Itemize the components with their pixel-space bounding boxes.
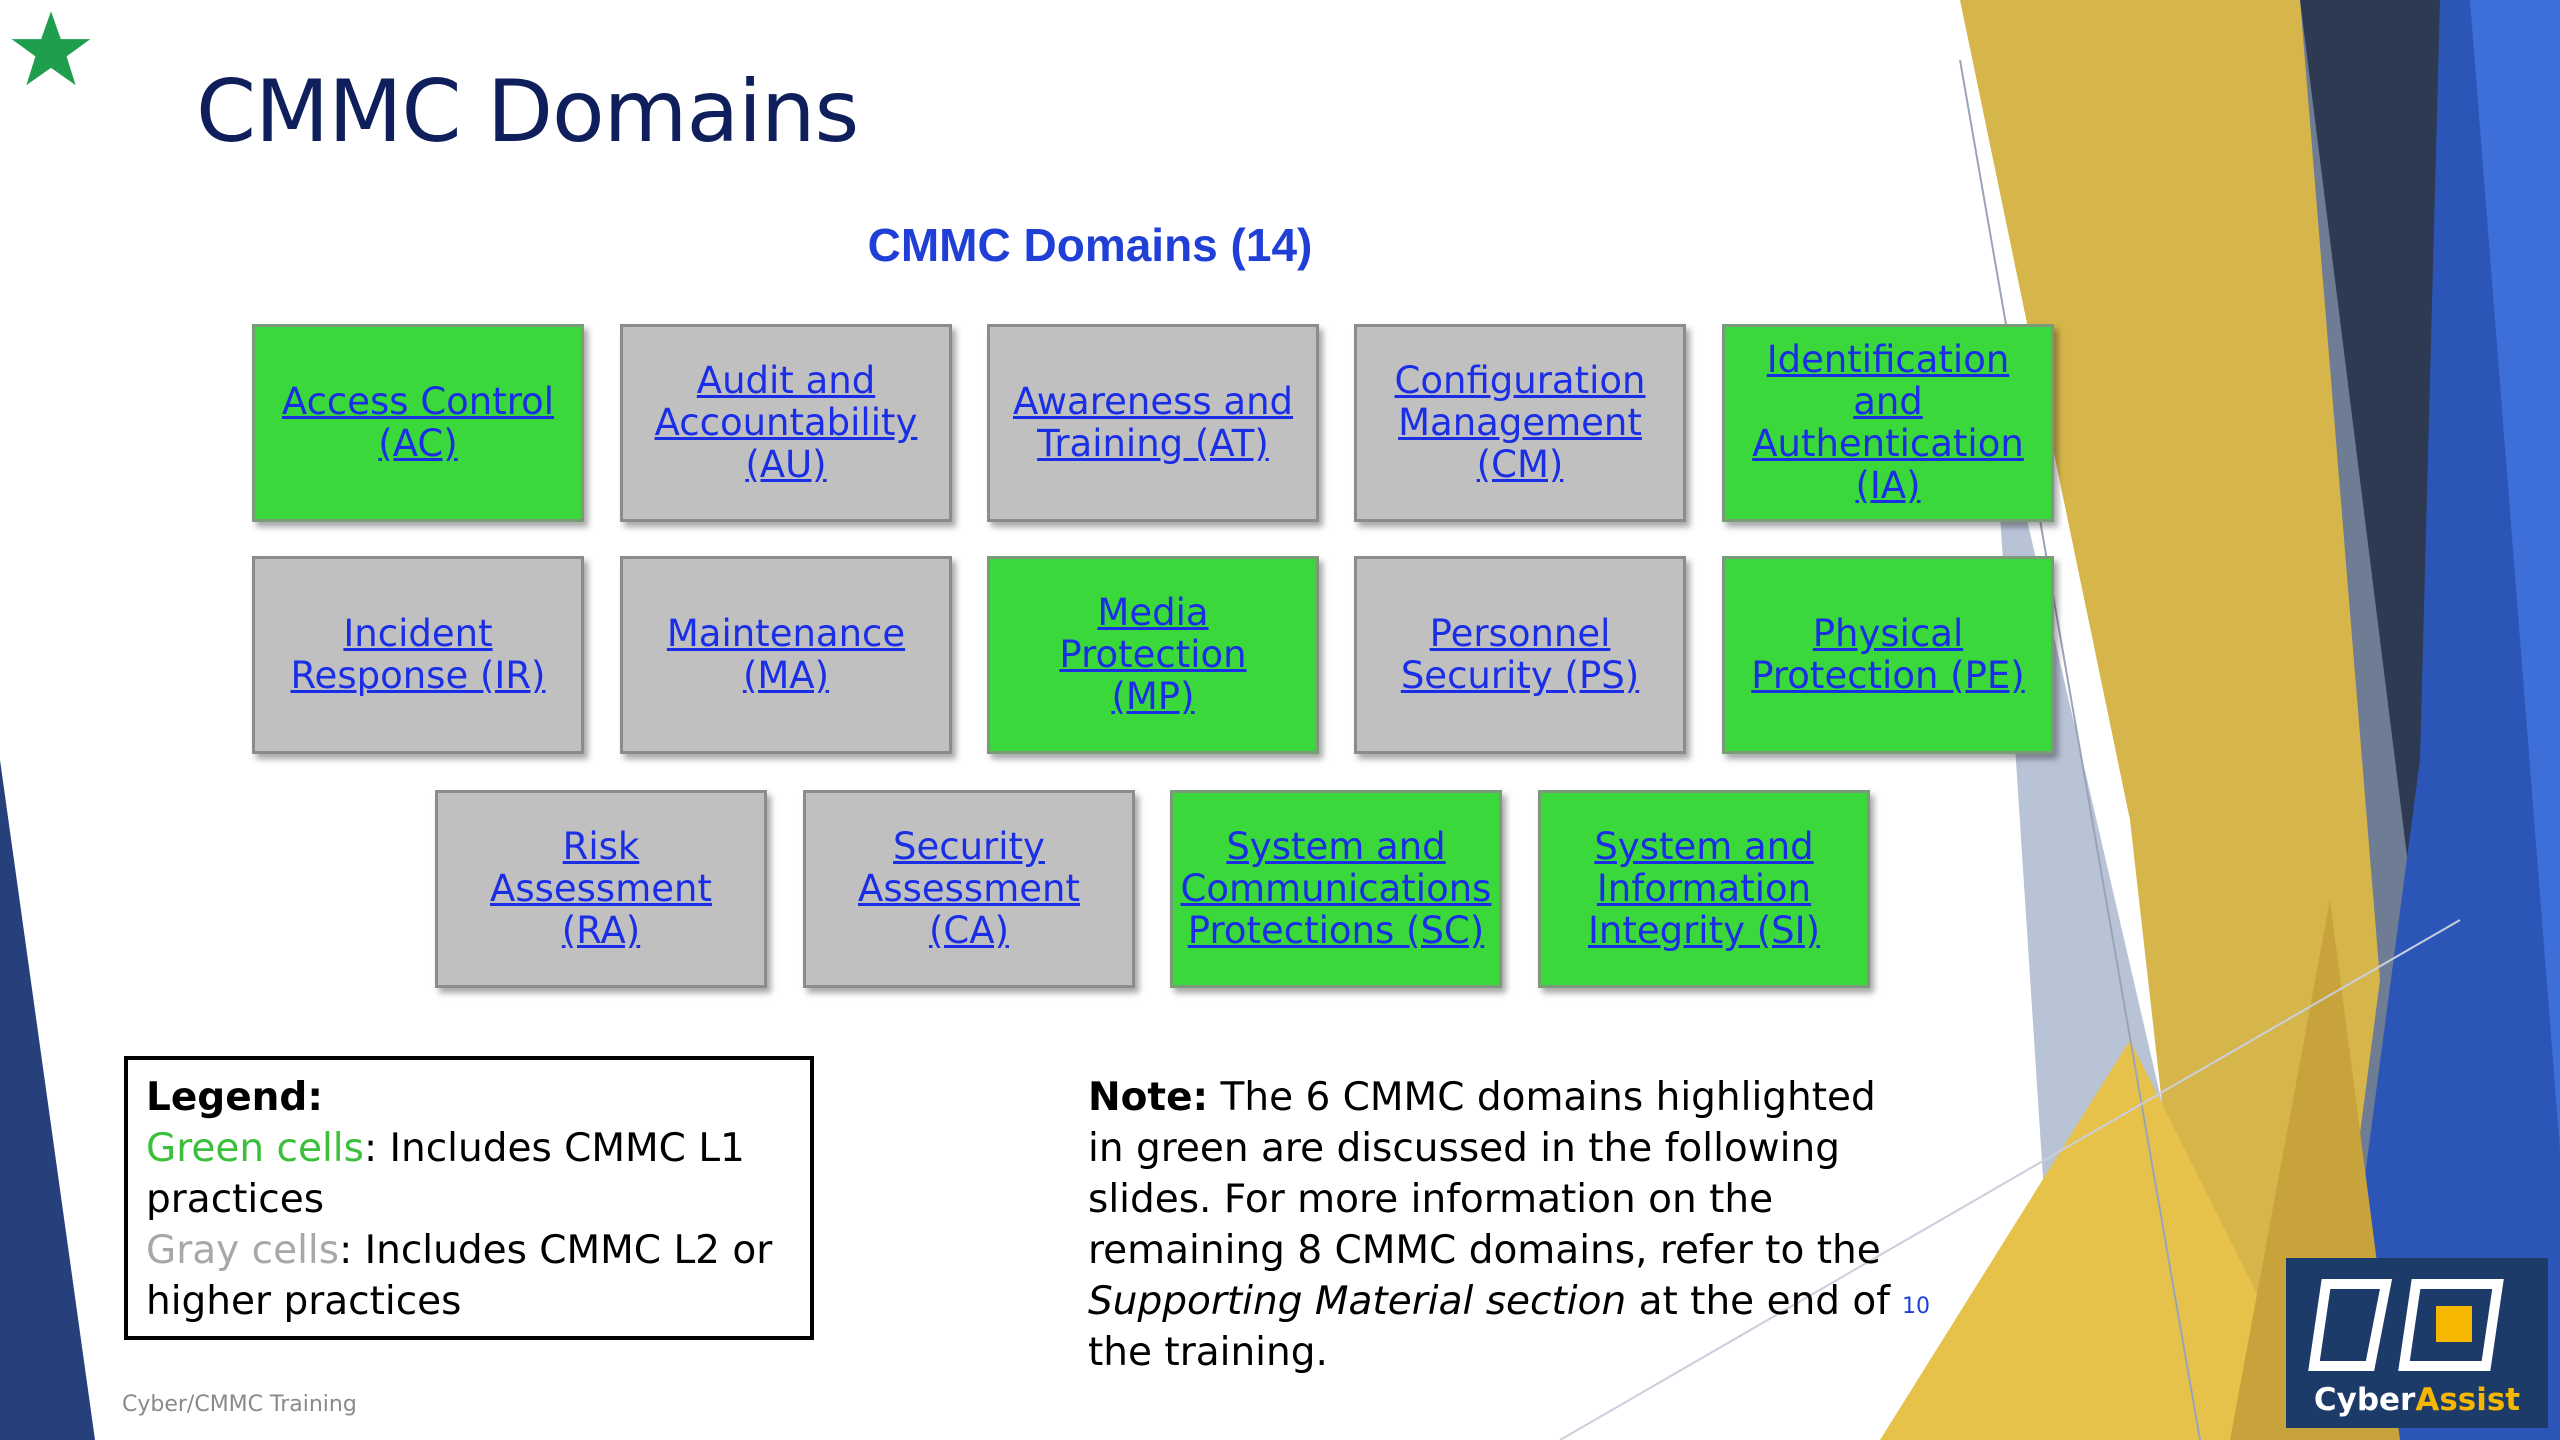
legend-green-desc: : Includes CMMC L1 practices — [146, 1126, 745, 1222]
legend-box: Legend: Green cells: Includes CMMC L1 pr… — [124, 1056, 814, 1340]
domain-cell[interactable]: Configuration Management (CM) — [1354, 324, 1686, 522]
right-gold-shape — [1960, 0, 2380, 1440]
diagonal-line-2 — [1559, 919, 2461, 1440]
slide-title: CMMC Domains — [196, 62, 859, 162]
right-bright-blue-shape — [2470, 0, 2560, 1150]
domain-link-label: Awareness and Training (AT) — [1012, 380, 1294, 465]
note-text-part2: at the end of the training. — [1088, 1279, 1891, 1375]
domain-cell[interactable]: Access Control (AC) — [252, 324, 584, 522]
diagonal-line-1 — [1959, 59, 2201, 1440]
domain-link-label: Audit and Accountability (AU) — [654, 359, 918, 486]
note-lead: Note: — [1088, 1075, 1209, 1120]
cyberassist-logo-icon — [2308, 1279, 2504, 1371]
domain-link-label: Identification and Authentication (IA) — [1752, 338, 2024, 507]
logo-brand-part2: Assist — [2415, 1382, 2521, 1418]
domain-cell[interactable]: Audit and Accountability (AU) — [620, 324, 952, 522]
left-navy-shape — [0, 760, 95, 1440]
star-icon — [11, 11, 91, 86]
legend-gray-term: Gray cells — [146, 1228, 340, 1273]
domain-cell[interactable]: System and Communications Protections (S… — [1170, 790, 1502, 988]
slide-subtitle: CMMC Domains (14) — [867, 219, 1313, 271]
cyberassist-logo: CyberAssist — [2286, 1258, 2548, 1428]
domain-link-label: Configuration Management (CM) — [1394, 359, 1646, 486]
domain-cell[interactable]: Risk Assessment (RA) — [435, 790, 767, 988]
logo-brand-part1: Cyber — [2313, 1382, 2416, 1418]
domain-cell[interactable]: Maintenance (MA) — [620, 556, 952, 754]
domain-link-label: Media Protection (MP) — [1059, 591, 1247, 718]
footer-text: Cyber/CMMC Training — [122, 1392, 357, 1417]
domain-cell[interactable]: Awareness and Training (AT) — [987, 324, 1319, 522]
domain-cell[interactable]: System and Information Integrity (SI) — [1538, 790, 1870, 988]
legend-title: Legend: — [146, 1075, 323, 1120]
domain-link-label: Access Control (AC) — [281, 380, 555, 465]
domain-link-label: System and Information Integrity (SI) — [1587, 825, 1821, 952]
domain-link-label: Physical Protection (PE) — [1751, 612, 2025, 697]
domain-link-label: Risk Assessment (RA) — [490, 825, 712, 952]
legend-gray-line: Gray cells: Includes CMMC L2 or higher p… — [146, 1225, 792, 1327]
domain-cell[interactable]: Physical Protection (PE) — [1722, 556, 2054, 754]
logo-brand-text: CyberAssist — [2286, 1382, 2548, 1418]
bottom-gold-shape — [1880, 1040, 2330, 1440]
domain-cell[interactable]: Security Assessment (CA) — [803, 790, 1135, 988]
page-number: 10 — [1902, 1294, 1930, 1319]
domain-cell[interactable]: Personnel Security (PS) — [1354, 556, 1686, 754]
domain-link-label: System and Communications Protections (S… — [1180, 825, 1492, 952]
domain-link-label: Maintenance (MA) — [666, 612, 906, 697]
domain-cell[interactable]: Incident Response (IR) — [252, 556, 584, 754]
domain-cell[interactable]: Media Protection (MP) — [987, 556, 1319, 754]
legend-green-line: Green cells: Includes CMMC L1 practices — [146, 1123, 792, 1225]
legend-green-term: Green cells — [146, 1126, 364, 1171]
domain-link-label: Incident Response (IR) — [290, 612, 546, 697]
domain-link-label: Personnel Security (PS) — [1400, 612, 1640, 697]
domain-cell[interactable]: Identification and Authentication (IA) — [1722, 324, 2054, 522]
note-text-part1: The 6 CMMC domains highlighted in green … — [1088, 1075, 1881, 1273]
domain-link-label: Security Assessment (CA) — [858, 825, 1080, 952]
legend-gray-desc: : Includes CMMC L2 or higher practices — [146, 1228, 773, 1324]
note-italic: Supporting Material section — [1088, 1279, 1627, 1324]
note-text: Note: The 6 CMMC domains highlighted in … — [1088, 1072, 1908, 1378]
